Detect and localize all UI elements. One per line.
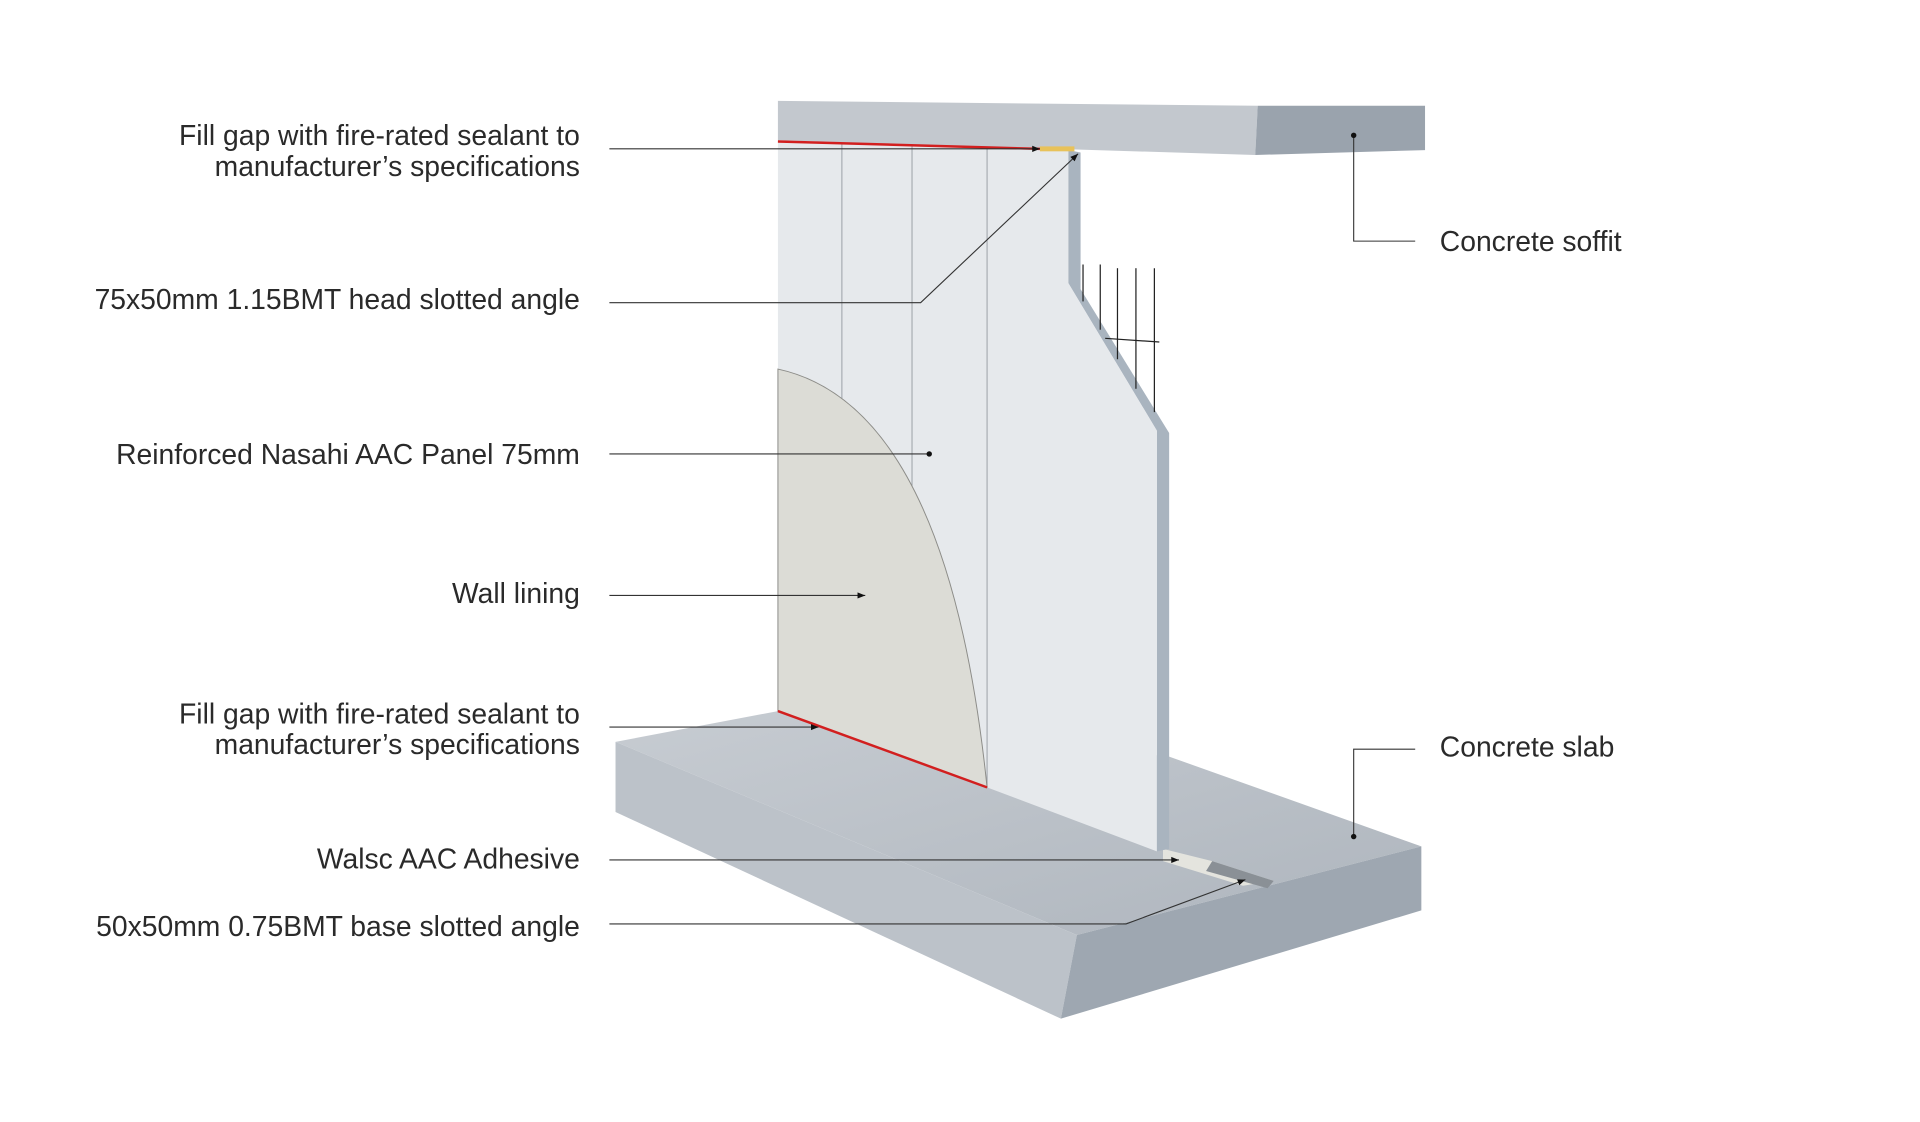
base-slotted-angle [1206, 861, 1274, 889]
label-concrete-slab: Concrete slab [1440, 731, 1615, 763]
label-wall-lining: Wall lining [452, 577, 580, 609]
label-top-sealant-line2: manufacturer’s specifications [215, 150, 580, 182]
label-bottom-sealant-line2: manufacturer’s specifications [215, 728, 580, 760]
sealant-bottom [777, 709, 988, 789]
label-aac-panel: Reinforced Nasahi AAC Panel 75mm [116, 438, 580, 470]
reinforcement-bars [1082, 264, 1160, 413]
label-adhesive: Walsc AAC Adhesive [317, 843, 580, 875]
label-top-sealant-line1: Fill gap with fire-rated sealant to [179, 119, 580, 151]
head-angle [1039, 146, 1075, 152]
label-head-angle: 75x50mm 1.15BMT head slotted angle [95, 283, 580, 315]
concrete-soffit [777, 100, 1426, 156]
label-concrete-soffit: Concrete soffit [1440, 225, 1622, 257]
label-bottom-sealant-line1: Fill gap with fire-rated sealant to [179, 697, 580, 729]
label-base-angle: 50x50mm 0.75BMT base slotted angle [96, 910, 580, 942]
concrete-slab [615, 711, 1422, 1019]
leader-lines [609, 132, 1416, 925]
wall-lining [777, 368, 988, 789]
sealant-top [777, 140, 1041, 151]
